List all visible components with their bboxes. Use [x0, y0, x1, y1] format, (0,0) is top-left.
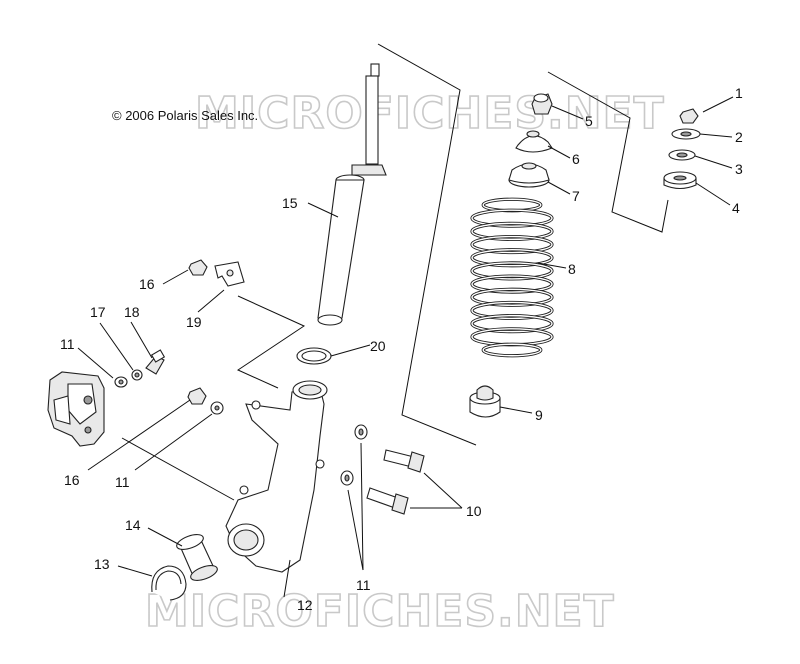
brake-line-clip: [214, 261, 245, 287]
watermark-bottom: MICROFICHES.NET: [145, 586, 615, 637]
snap-ring: [151, 565, 187, 601]
callout-labels: 1 2 3 4 5 6 7 8 9 10 11 11 11 12 13 14 1…: [60, 85, 743, 613]
bump-stop: [469, 385, 501, 418]
callout-5: 5: [585, 113, 593, 129]
callout-11-right: 11: [356, 577, 371, 593]
spring-coil-highlight: [471, 249, 553, 267]
callout-9: 9: [535, 407, 543, 423]
spring-coil-highlight: [471, 235, 553, 254]
callout-4: 4: [732, 200, 740, 216]
callout-2: 2: [735, 129, 743, 145]
callout-8: 8: [568, 261, 576, 277]
callout-20: 20: [370, 338, 386, 354]
callout-leaders: [77, 96, 734, 598]
mount-nut: [679, 108, 699, 124]
callout-12: 12: [297, 597, 313, 613]
steering-knuckle: [225, 380, 328, 573]
callout-11-left: 11: [60, 336, 75, 352]
knuckle-washer: [210, 401, 224, 415]
callout-3: 3: [735, 161, 743, 177]
callout-1: 1: [735, 85, 743, 101]
callout-7: 7: [572, 188, 580, 204]
top-nut: [531, 93, 553, 115]
spring-coil-highlight: [471, 209, 553, 227]
callout-10: 10: [466, 503, 482, 519]
assembly-bracket-lines: [236, 43, 669, 446]
spring-coil-highlight: [471, 275, 553, 293]
spring-coil-highlight: [471, 222, 553, 241]
bolt-washer-upper: [354, 424, 368, 440]
upper-spring-cap: [515, 130, 553, 153]
wheel-bearing: [176, 534, 218, 581]
callout-14: 14: [125, 517, 141, 533]
shock-absorber: [317, 63, 387, 326]
spring-coil-highlight: [471, 301, 553, 320]
callout-18: 18: [124, 304, 140, 320]
callout-11-middle: 11: [115, 474, 130, 490]
bracket-nut: [188, 259, 208, 276]
callout-17: 17: [90, 304, 106, 320]
coil-spring: [470, 197, 554, 358]
mounting-bolt-upper: [383, 449, 425, 473]
callout-15: 15: [282, 195, 298, 211]
spring-coil-highlight: [471, 262, 553, 280]
mounting-bolt-lower: [366, 487, 409, 515]
spring-coil-highlight: [471, 314, 553, 333]
copyright-notice: © 2006 Polaris Sales Inc.: [112, 108, 258, 123]
knuckle-nut: [187, 387, 207, 405]
callout-13: 13: [94, 556, 110, 572]
bolt-washer-lower: [340, 470, 354, 486]
spring-coil-highlight: [482, 343, 542, 357]
callout-6: 6: [572, 151, 580, 167]
spring-seat: [508, 162, 550, 188]
caliper-bolt: [145, 349, 166, 375]
callout-16-bottom: 16: [64, 472, 80, 488]
callout-19: 19: [186, 314, 202, 330]
caliper-lock-washer: [131, 369, 143, 381]
callout-16-top: 16: [139, 276, 155, 292]
spring-coil-highlight: [471, 288, 553, 306]
brake-caliper: [47, 371, 105, 447]
caliper-washer: [114, 376, 128, 388]
watermark-top: MICROFICHES.NET: [195, 88, 665, 139]
mount-bushing: [663, 171, 697, 190]
seal-ring: [296, 347, 332, 365]
mount-washer: [671, 128, 701, 140]
mount-spacer: [668, 149, 696, 161]
